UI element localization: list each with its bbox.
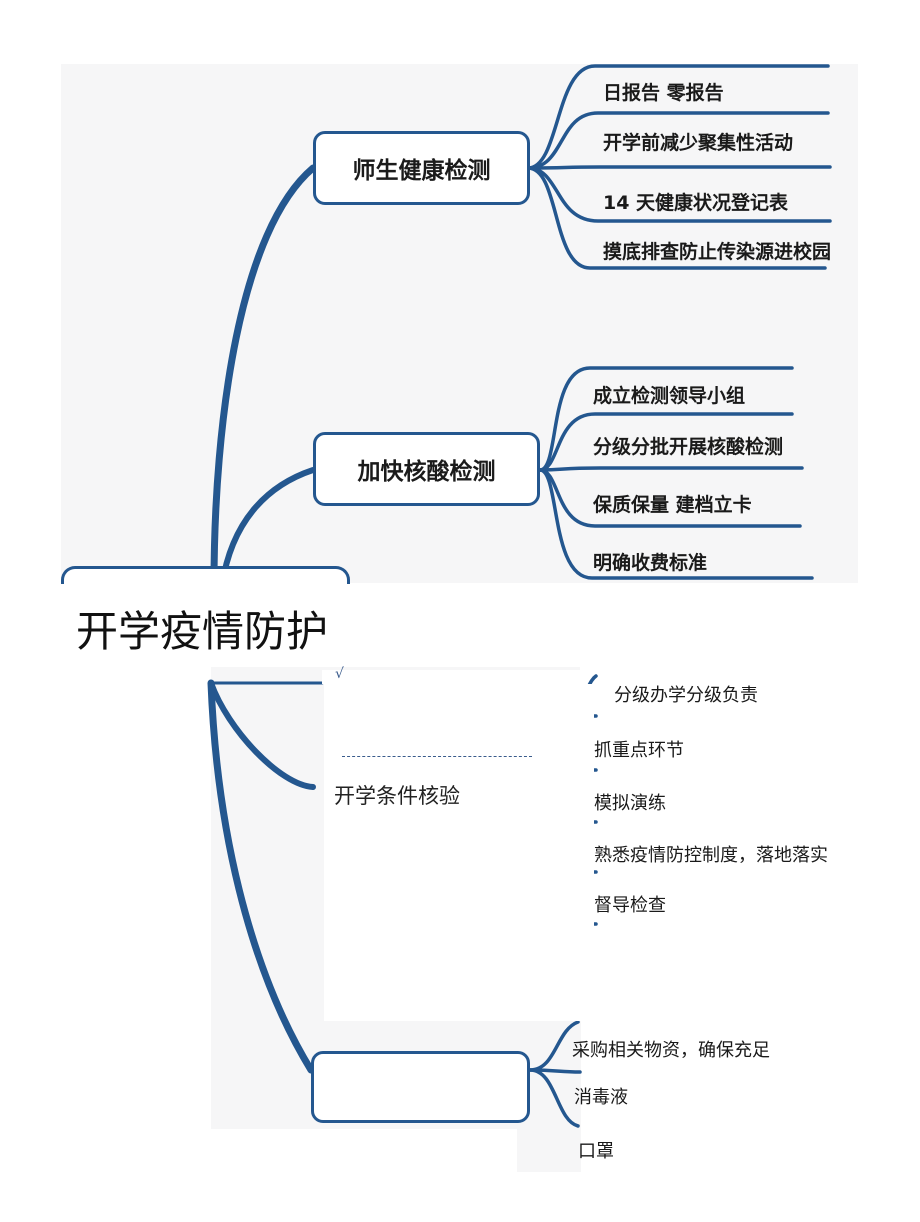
branch-1-leaf-lines <box>526 64 832 270</box>
branch-node-1: 师生健康检测 <box>313 131 530 205</box>
branch-2-label: 加快核酸检测 <box>357 459 496 485</box>
branch-2-item-1: 成立检测领导小组 <box>593 385 746 407</box>
branch-2-item-4: 明确收费标准 <box>593 552 708 574</box>
branch-4-item-2: 消毒液 <box>574 1087 628 1108</box>
branch-3-item-2: 抓重点环节 <box>594 740 684 761</box>
branch-3-label: 开学条件核验 <box>334 784 460 808</box>
branch-2-item-3: 保质保量 建档立卡 <box>593 494 752 516</box>
branch-1-item-2: 开学前减少聚集性活动 <box>603 132 794 154</box>
check-mark: √ <box>335 666 344 682</box>
branch-3-item-3: 模拟演练 <box>594 793 666 814</box>
branch-4-leaf-lines <box>528 1020 582 1128</box>
branch-2-leaf-lines <box>538 366 814 580</box>
branch-3-item-5: 督导检查 <box>594 895 666 916</box>
document-overlay <box>324 684 594 1021</box>
branch-1-item-4: 摸底排查防止传染源进校园 <box>603 241 832 263</box>
dashed-rule <box>342 756 532 757</box>
root-title: 开学疫情防护 <box>76 607 329 656</box>
branch-2-item-2: 分级分批开展核酸检测 <box>593 436 784 458</box>
branch-4-item-3: 口罩 <box>578 1141 614 1162</box>
branch-3-item-1: 分级办学分级负责 <box>614 685 758 706</box>
trunk-to-branch-3 <box>208 680 316 790</box>
branch-1-item-1: 日报告 零报告 <box>603 82 724 104</box>
branch-node-2: 加快核酸检测 <box>313 432 540 506</box>
trunk-to-branch-1 <box>210 164 317 589</box>
branch-node-4 <box>311 1051 530 1123</box>
trunk-to-branch-4 <box>207 679 315 1074</box>
document-overlay-top <box>322 670 580 684</box>
trunk-to-branch-2 <box>219 467 316 588</box>
root-gap <box>60 584 355 666</box>
branch-1-item-3: 14 天健康状况登记表 <box>603 192 789 214</box>
branch-3-item-4: 熟悉疫情防控制度，落地落实 <box>594 845 828 866</box>
branch-1-label: 师生健康检测 <box>352 158 491 184</box>
branch-4-item-1: 采购相关物资，确保充足 <box>572 1040 770 1061</box>
